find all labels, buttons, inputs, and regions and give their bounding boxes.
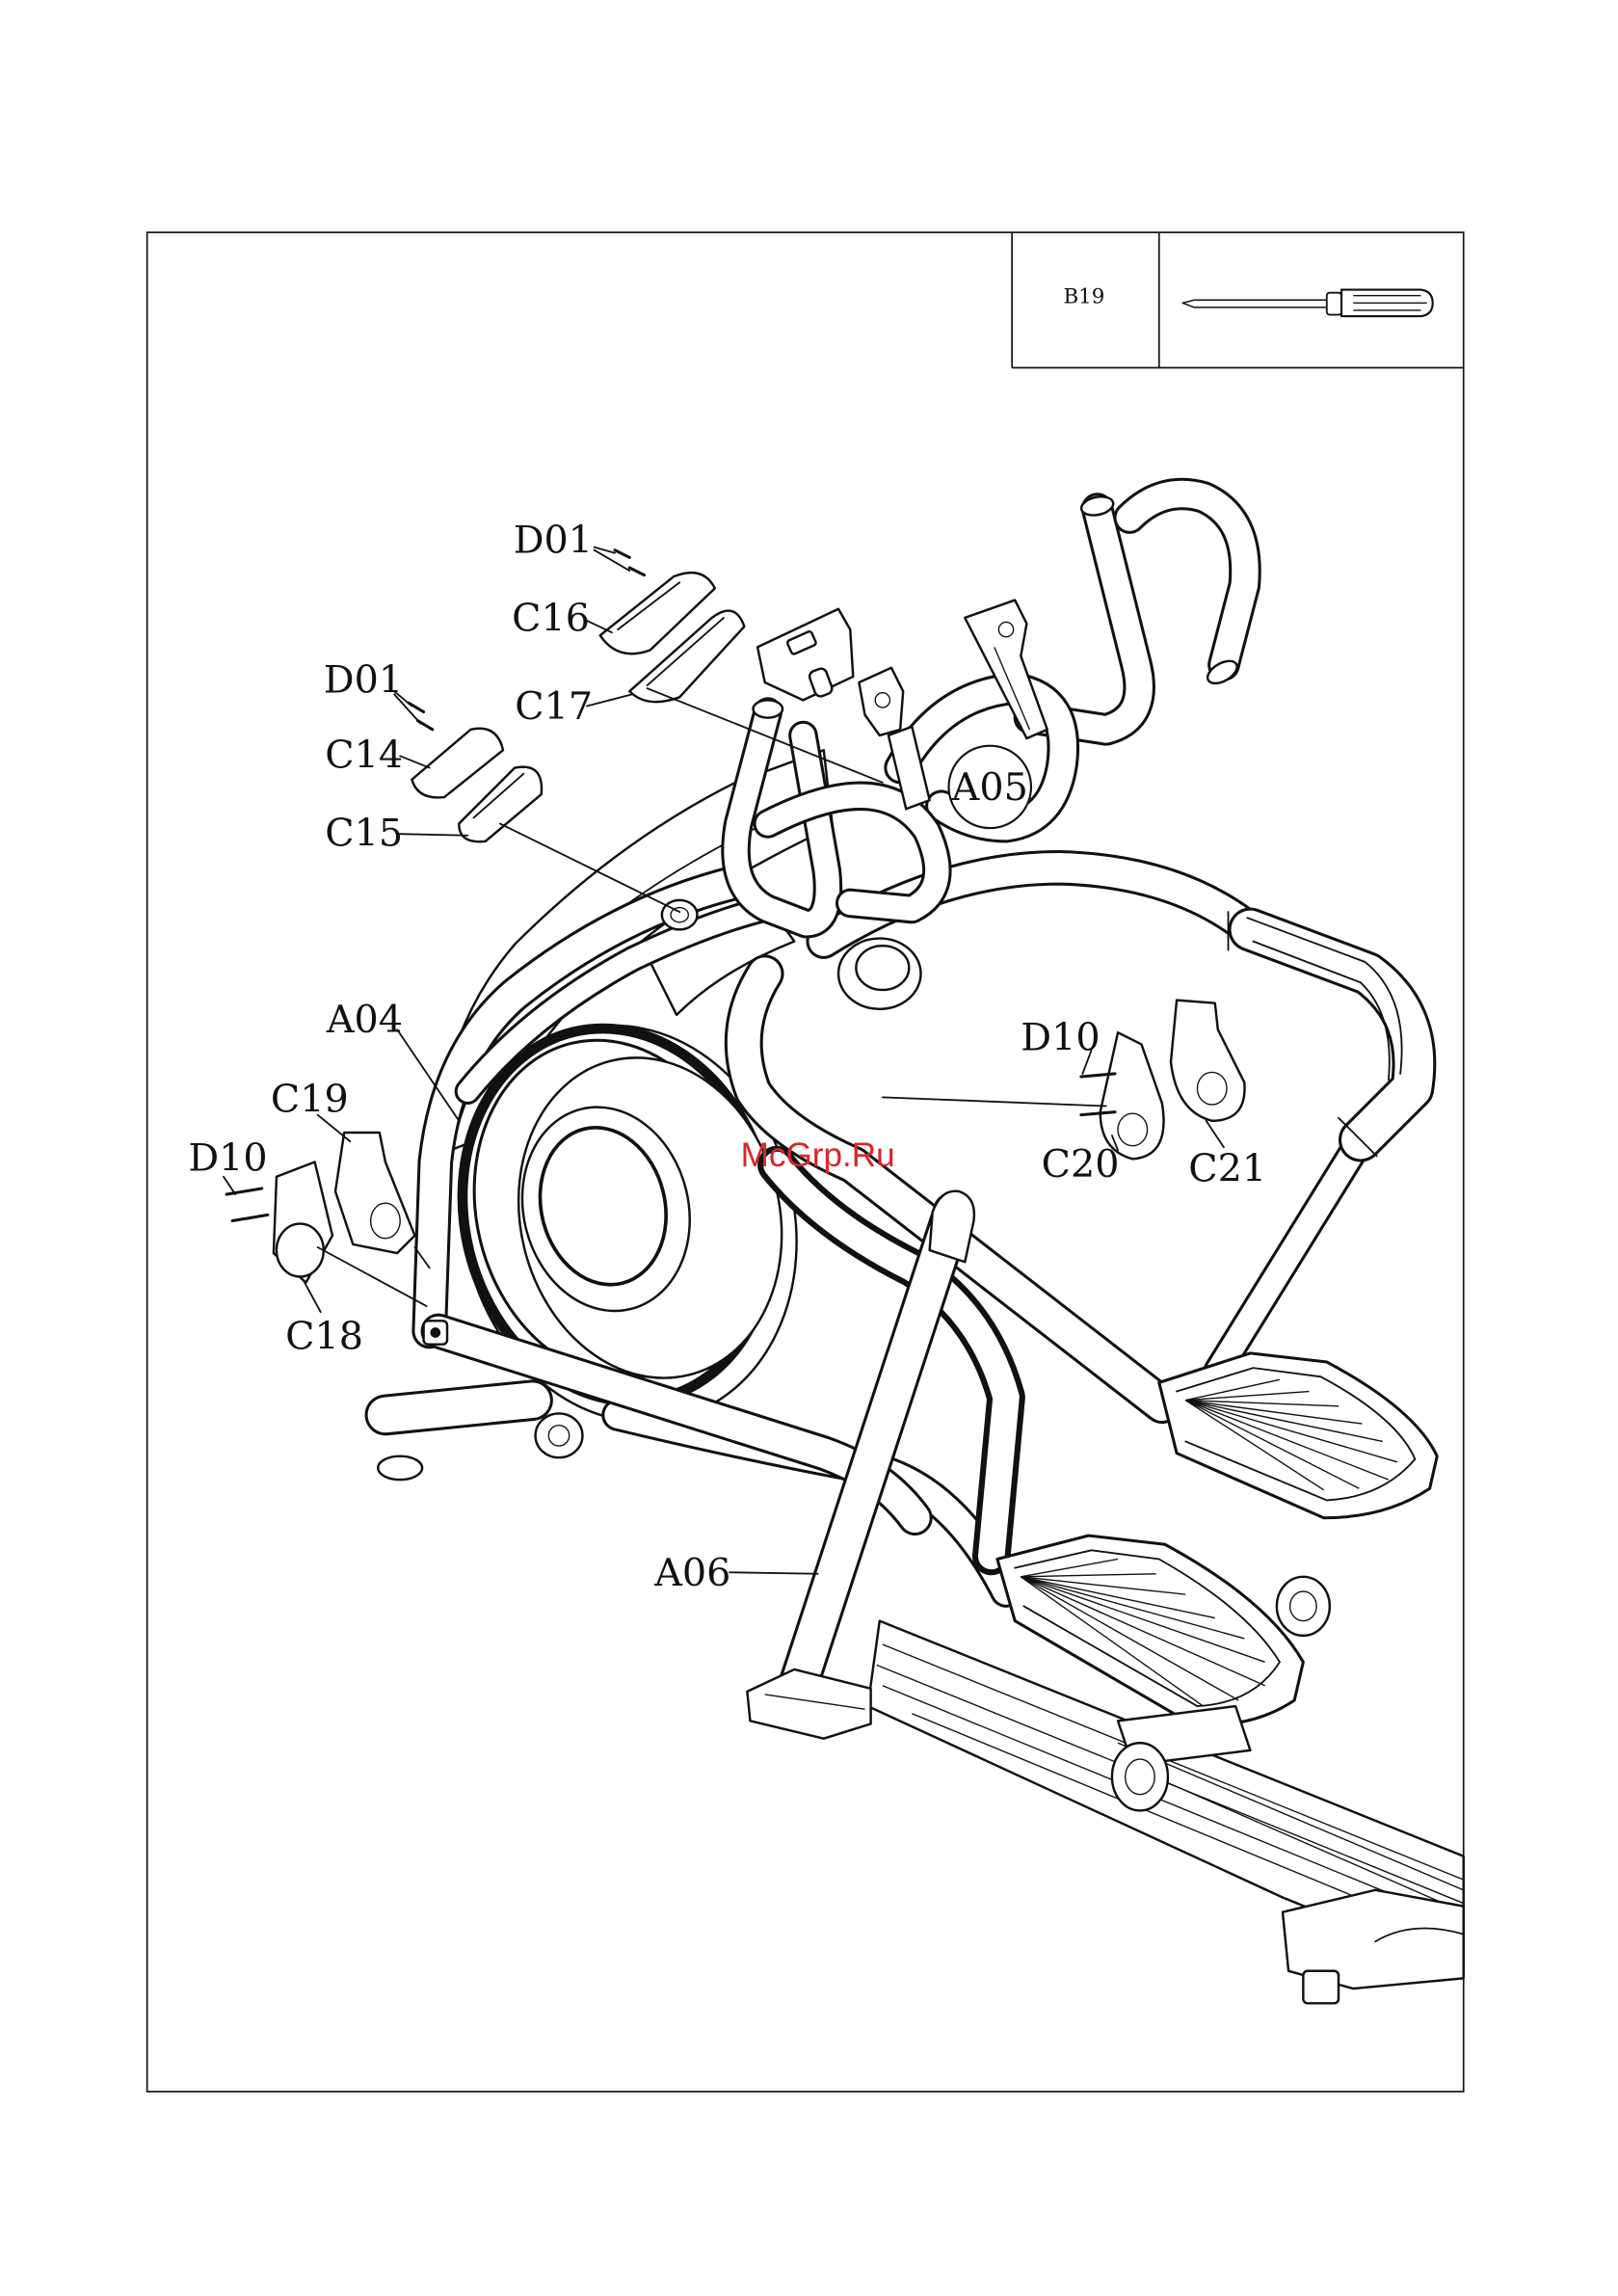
- right-pedal: [1159, 1353, 1437, 1518]
- cover-c15: [459, 767, 542, 842]
- front-foot: [378, 1456, 422, 1480]
- screwdriver-icon: [1182, 290, 1432, 316]
- label-a04: A04: [326, 998, 403, 1042]
- label-c17: C17: [515, 684, 593, 729]
- screw-d01-lower: [409, 703, 432, 729]
- label-c15: C15: [325, 811, 403, 855]
- label-c21: C21: [1188, 1146, 1266, 1190]
- pedal-roller: [1277, 1577, 1330, 1636]
- label-c20: C20: [1042, 1142, 1120, 1187]
- transport-wheel: [536, 1413, 583, 1457]
- pedal-roller: [1112, 1743, 1168, 1810]
- console-plate: [757, 609, 853, 701]
- cover-c20: [1101, 1032, 1164, 1159]
- label-d01-upper: D01: [514, 519, 593, 563]
- label-d10-left: D10: [188, 1136, 267, 1181]
- cover-c14: [411, 729, 503, 798]
- label-d10-right: D10: [1021, 1016, 1100, 1060]
- screw-d10-left: [226, 1188, 268, 1221]
- tool-table: B19: [1012, 232, 1464, 367]
- label-c18: C18: [285, 1314, 363, 1358]
- label-a06: A06: [653, 1551, 730, 1595]
- handle-bracket-left: [859, 668, 903, 735]
- tool-part-id: B19: [1063, 284, 1104, 308]
- handle-bracket-right: [965, 601, 1047, 738]
- watermark: McGrp.Ru: [741, 1136, 895, 1174]
- label-c19: C19: [271, 1078, 349, 1122]
- cover-c21: [1171, 1001, 1245, 1121]
- label-c16: C16: [512, 597, 590, 641]
- cover-c19: [335, 1133, 414, 1253]
- label-c14: C14: [325, 734, 403, 778]
- label-d01-lower: D01: [324, 658, 403, 703]
- label-a05: A05: [951, 765, 1028, 810]
